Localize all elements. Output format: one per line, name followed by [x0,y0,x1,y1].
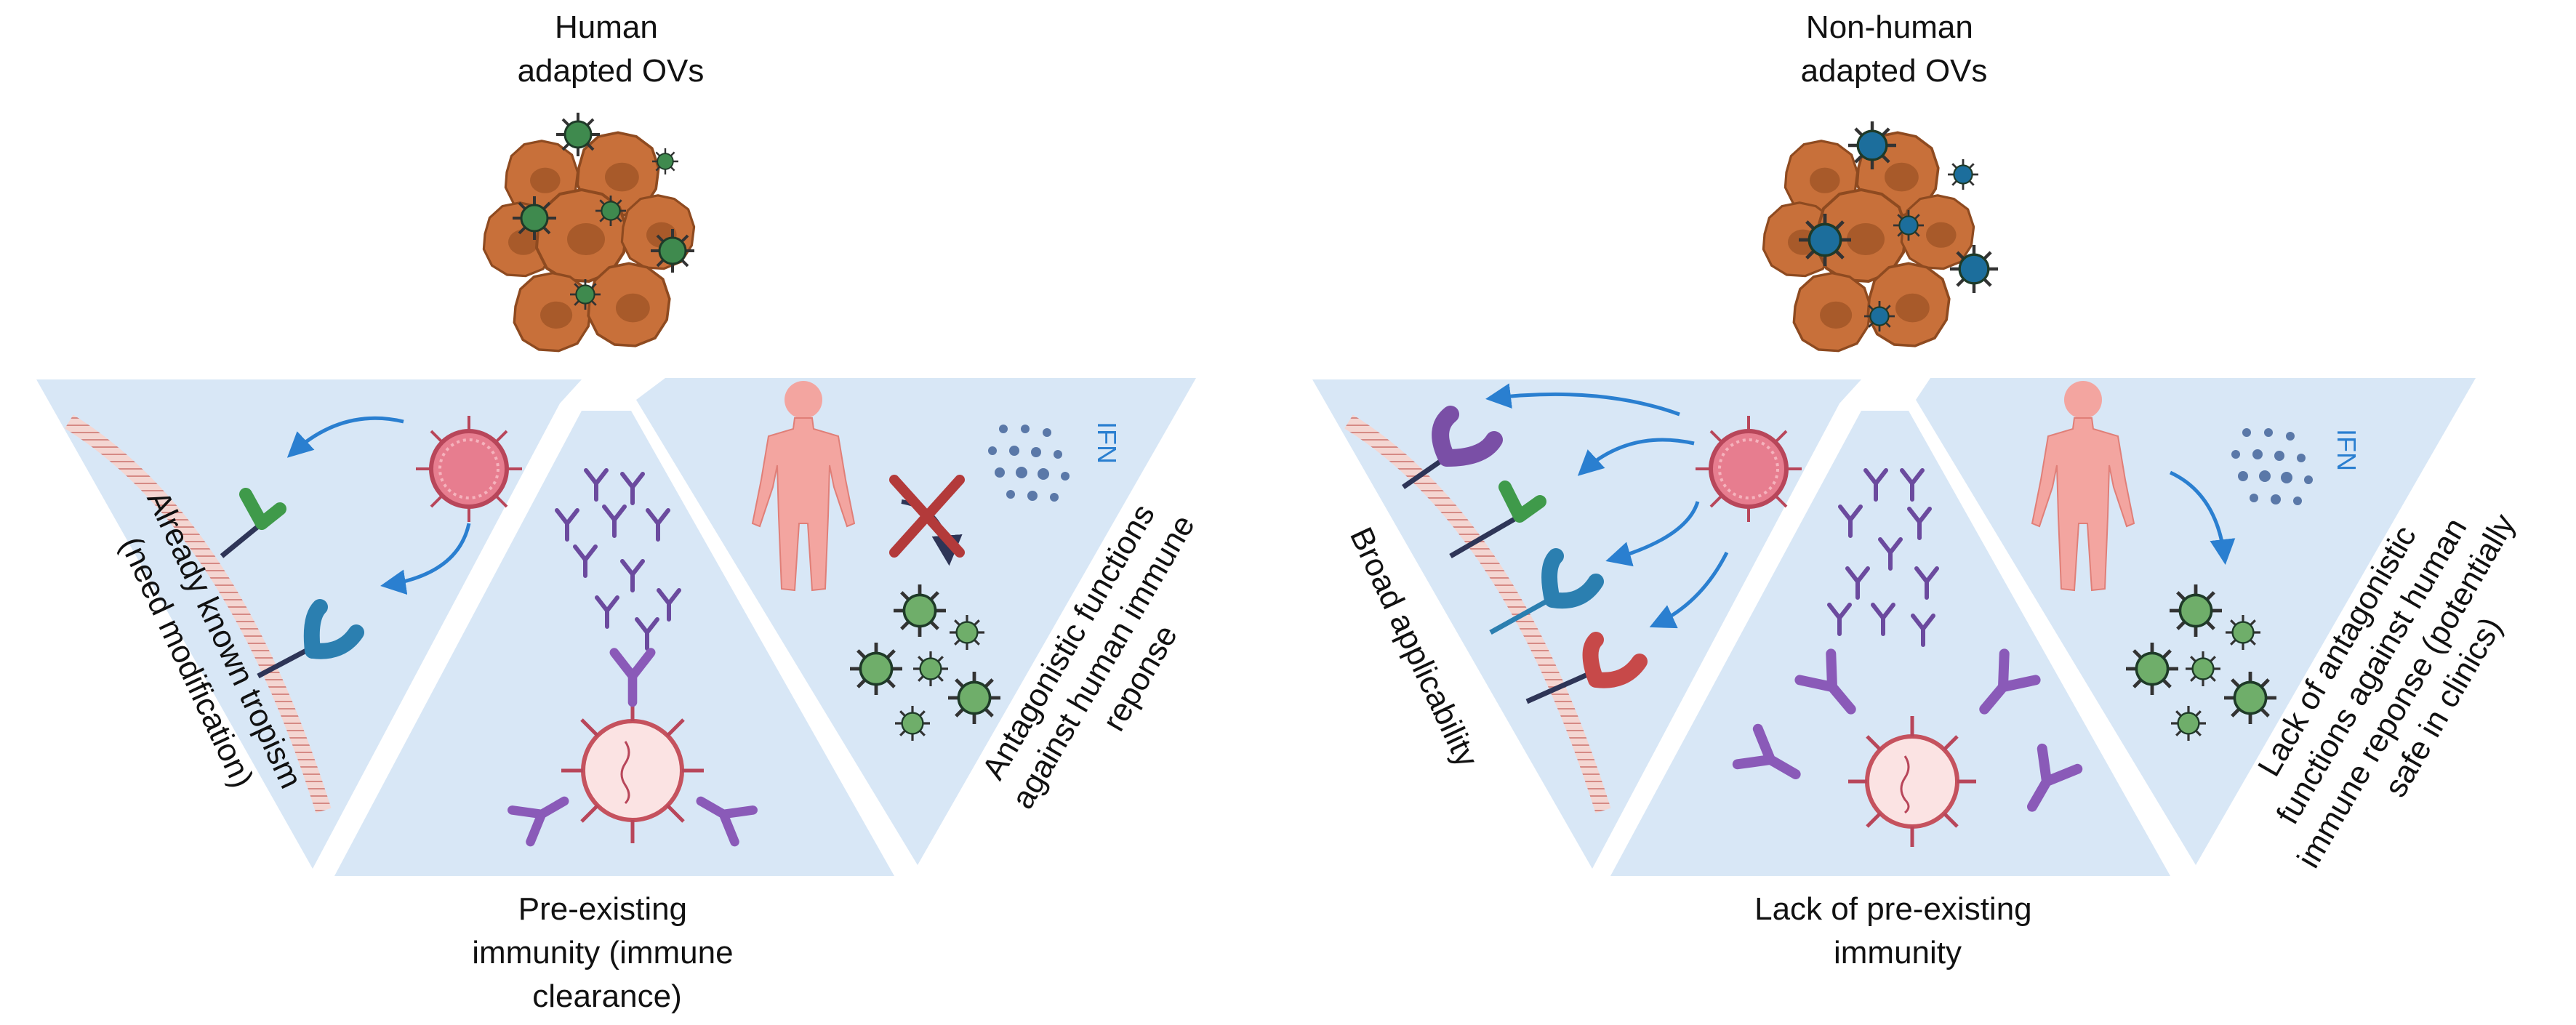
virion-free-right [1848,716,1976,847]
label-immunity-left: Pre-existing immunity (immune clearance) [472,891,742,1014]
arrows-right [1485,383,1729,629]
tumor-cluster-right [1762,131,1975,353]
title-left-line-1: Human [555,9,658,45]
membrane-left [65,414,332,813]
title-right-line-1: Non-human [1806,9,1973,45]
blocked-arrow-left [889,475,965,566]
arrow-to-blue-left [380,523,471,595]
ifn-particles-left [988,425,1070,502]
membrane-right [1344,414,1611,813]
title-right: Non-human adapted OVs [1801,9,1988,89]
receptor-green-left [220,488,286,558]
right-group: IFN [1312,121,2476,876]
ifn-label-left: IFN [1092,422,1122,464]
label-immunity-left-line-3: clearance) [532,978,681,1014]
receptor-purple-right [1402,406,1503,489]
receptor-red-right [1525,632,1648,704]
label-immunity-right-line-1: Lack of pre-existing [1754,891,2032,927]
label-immunity-left-line-1: Pre-existing [518,891,687,927]
virion-right [1696,416,1802,522]
arrow-to-green-left [286,416,404,458]
left-group: IFN [36,111,1196,876]
label-immunity-right-line-2: immunity [1834,935,1962,970]
title-left-line-2: adapted OVs [518,53,705,89]
receptor-blue-left [257,599,364,679]
receptor-blue-right [1489,548,1604,635]
title-left: Human adapted OVs [518,9,705,89]
virion-left [416,416,522,522]
receptor-green-right [1449,481,1546,559]
label-immunity-left-line-2: immunity (immune [472,935,733,970]
title-right-line-2: adapted OVs [1801,53,1988,89]
label-immunity-right: Lack of pre-existing immunity [1754,891,2041,970]
neutralized-virion-left [512,653,753,843]
panel-immunity-left [334,411,894,876]
arrow-to-viruses-right [2169,470,2236,565]
ifn-particles-right [2231,428,2313,505]
ifn-label-right: IFN [2332,429,2362,471]
